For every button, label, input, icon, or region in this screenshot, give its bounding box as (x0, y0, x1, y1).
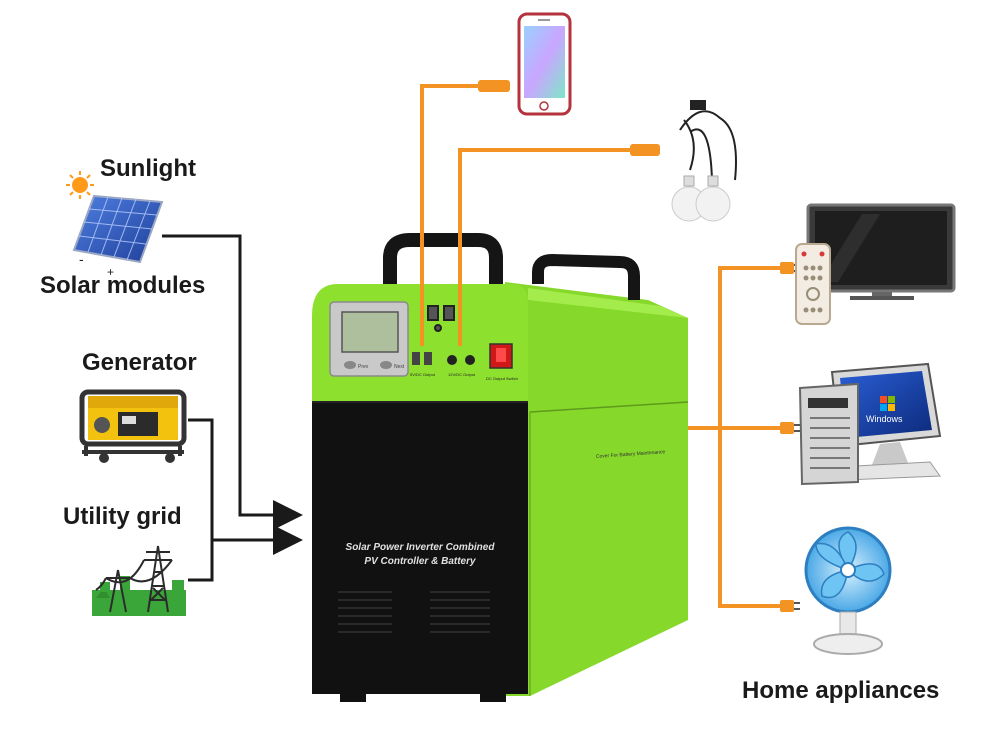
plug-cluster (427, 305, 455, 332)
unit-side-panel (505, 282, 688, 696)
solar-modules-label: Solar modules (40, 272, 206, 299)
left-handle (383, 233, 503, 284)
vent-right (430, 591, 490, 633)
usb-port-2 (424, 352, 432, 365)
tv-cable (688, 266, 790, 430)
inverter-unit: Prev Next 5V/DC Output 12V/DC Output DC … (312, 233, 689, 702)
front-text-line2: PV Controller & Battery (364, 556, 476, 567)
usb-port-1 (412, 352, 420, 365)
side-label: Cover For Battery Maintenance (596, 449, 666, 460)
lcd-button-left (344, 361, 356, 369)
bulb-cable (458, 148, 660, 346)
dc-label: 12V/DC Output (448, 372, 476, 377)
utility-grid-label: Utility grid (63, 503, 182, 530)
tv-icon (795, 203, 956, 325)
dc-port-2 (465, 355, 475, 365)
dc-port-1 (447, 355, 457, 365)
sunlight-label: Sunlight (100, 155, 196, 182)
lcd-button-right-label: Next (394, 364, 405, 370)
input-wires (162, 234, 303, 582)
switch-label: DC Output Switch (486, 376, 518, 381)
plus-sign: + (107, 265, 114, 279)
generator-label: Generator (82, 349, 197, 376)
lcd-button-right (380, 361, 392, 369)
utility-grid-icon (92, 545, 186, 616)
computer-icon: Windows (798, 362, 942, 486)
front-text-line1: Solar Power Inverter Combined (346, 542, 496, 553)
lcd-screen (341, 311, 399, 353)
vent-left (338, 591, 392, 633)
fan-icon (804, 526, 892, 655)
generator-icon (79, 389, 187, 463)
cable-connectors (478, 80, 794, 612)
phone-icon (517, 12, 572, 116)
light-bulbs-icon (671, 100, 737, 222)
remote-control (795, 243, 831, 325)
home-appliances-label: Home appliances (742, 677, 940, 704)
monitor-text: Windows (866, 414, 903, 424)
unit-front-bottom (312, 402, 528, 694)
lcd-button-left-label: Prev (358, 364, 369, 370)
generator-grid-wire (188, 418, 214, 582)
minus-sign: - (79, 251, 84, 267)
right-handle (532, 253, 640, 300)
fan-cable (718, 428, 790, 608)
solar-wire (162, 234, 303, 530)
usb-label: 5V/DC Output (410, 372, 436, 377)
solar-panel-icon: - + (66, 171, 164, 279)
